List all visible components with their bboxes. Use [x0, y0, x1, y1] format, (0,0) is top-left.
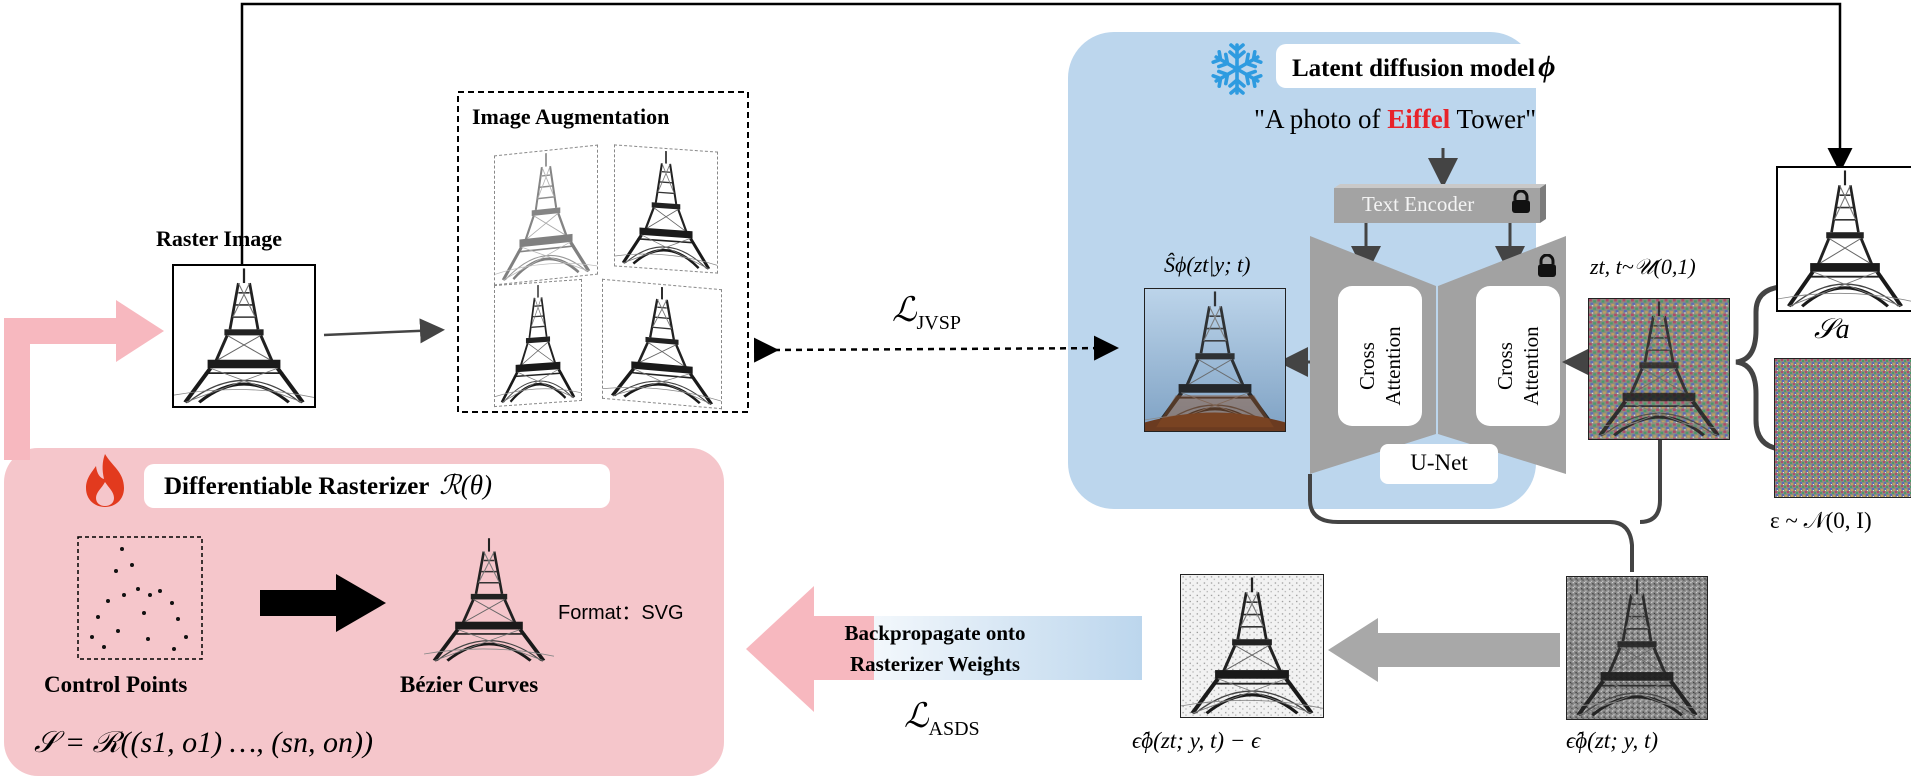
gray-arrow-body — [1378, 633, 1560, 667]
jvsp-arrow — [753, 335, 1119, 363]
sa-image — [1776, 166, 1911, 312]
points-to-curves-arrow-body — [260, 590, 338, 616]
bezier-curves-image — [422, 536, 556, 664]
cross-attention-right: Cross Attention — [1493, 326, 1543, 406]
loss-asds: ℒASDS — [904, 698, 980, 740]
pred-image-label: Ŝϕ(zt|y; t) — [1164, 252, 1251, 277]
aug-image-4 — [601, 278, 723, 410]
backprop-arrow-head — [746, 586, 814, 712]
feedback-arrow-horizontal — [4, 318, 120, 344]
sa-label: 𝒮a — [1814, 314, 1850, 345]
rasterizer-formula: 𝒮 = ℛ((s1, o1) …, (sn, on)) — [34, 726, 373, 759]
raster-image — [172, 264, 316, 408]
cross-attention-left: Cross Attention — [1355, 326, 1405, 406]
top-connector — [240, 2, 1853, 268]
control-points-label: Control Points — [44, 672, 188, 697]
gray-arrow-head — [1328, 618, 1378, 682]
ldm-title-box — [1276, 44, 1660, 88]
unet-to-eps-path — [1308, 474, 1634, 572]
eps-hat-label: ϵ̂ϕ(zt; y, t) — [1566, 728, 1659, 753]
eps-hat-image — [1566, 576, 1708, 720]
aug-image-1 — [493, 144, 599, 286]
combine-brace — [1735, 284, 1781, 452]
lock-icon — [1536, 253, 1558, 278]
aug-image-3 — [493, 278, 583, 408]
text-encoder-block — [1334, 188, 1540, 223]
rasterizer-title-box — [144, 464, 610, 508]
text-prompt: "A photo of Eiffel Tower" — [1254, 104, 1537, 134]
raster-to-aug-arrow — [323, 318, 445, 344]
raster-image-label: Raster Image — [156, 226, 283, 251]
rasterizer-title: Differentiable Rasterizer ℛ(θ) — [164, 470, 492, 500]
zt-label: zt, t~𝒰(0,1) — [1590, 254, 1696, 279]
format-label: Format：SVG — [558, 602, 684, 624]
text-encoder-label: Text Encoder — [1362, 192, 1475, 216]
bezier-curves-label: Bézier Curves — [400, 672, 539, 697]
augmentation-title: Image Augmentation — [472, 104, 670, 129]
lock-icon — [1510, 189, 1532, 214]
fire-icon — [82, 452, 128, 508]
control-points — [78, 537, 202, 659]
unet-label: U-Net — [1410, 450, 1468, 475]
augmentation-box — [457, 91, 749, 413]
zt-to-eps-path — [1639, 436, 1662, 524]
feedback-arrow-head — [116, 300, 164, 362]
loss-jvsp: ℒJVSP — [892, 292, 961, 334]
control-points-box — [77, 536, 203, 660]
unet-label-box — [1380, 444, 1498, 484]
eps-diff-image — [1180, 574, 1324, 718]
zt-image — [1588, 298, 1730, 440]
points-to-curves-arrow-head — [336, 574, 386, 632]
backprop-text: Backpropagate onto Rasterizer Weights — [844, 621, 1026, 676]
noise-label: ε ~ 𝒩(0, I) — [1770, 508, 1872, 533]
pred-image — [1144, 288, 1286, 432]
snowflake-icon — [1210, 42, 1264, 96]
eps-diff-label: ϵ̂ϕ(zt; y, t) − ϵ — [1132, 728, 1261, 753]
noise-image — [1774, 358, 1911, 498]
aug-image-2 — [613, 144, 719, 274]
